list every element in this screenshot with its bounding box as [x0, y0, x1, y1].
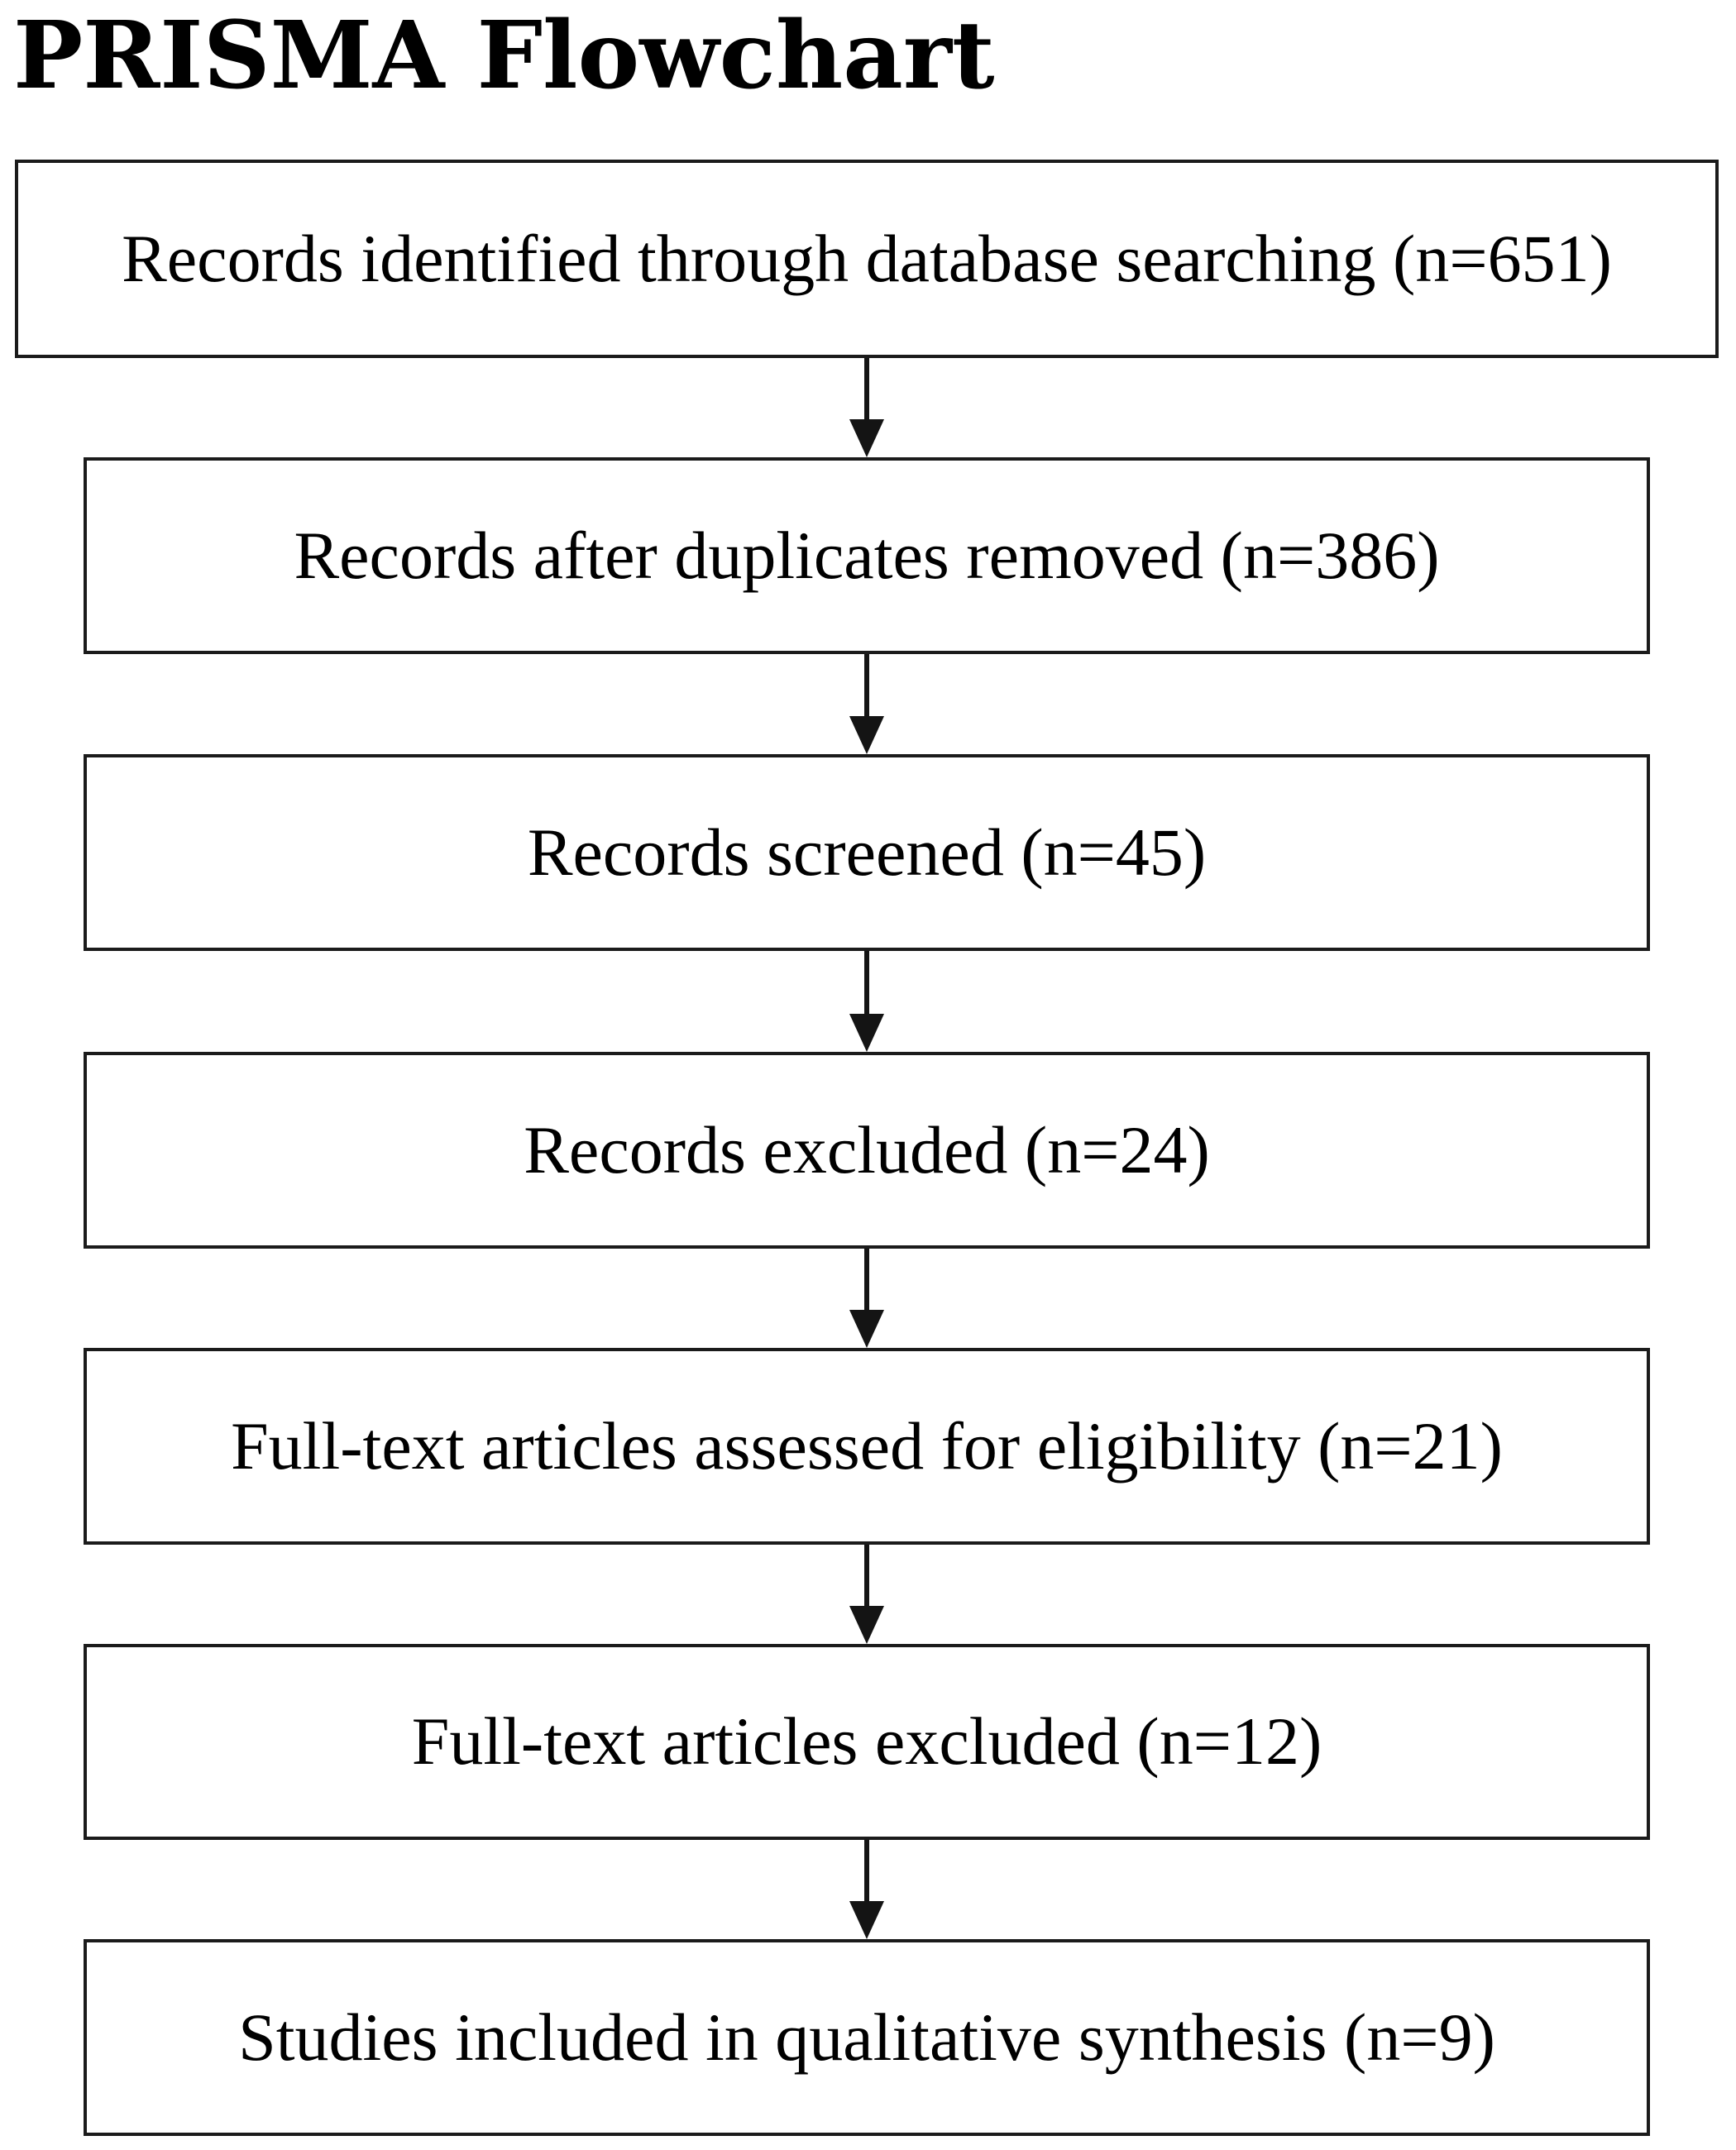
flow-node-fulltext-excluded: Full-text articles excluded (n=12): [84, 1644, 1650, 1840]
flow-node-studies-included: Studies included in qualitative synthesi…: [84, 1939, 1650, 2136]
page-title: PRISMA Flowchart: [13, 2, 995, 110]
arrow-shaft: [864, 1545, 869, 1608]
arrow-shaft: [864, 951, 869, 1015]
flow-node-label: Records after duplicates removed (n=386): [294, 517, 1440, 593]
arrow-head-icon: [849, 1606, 884, 1644]
arrow-shaft: [864, 1840, 869, 1903]
flow-arrow-down-5: [849, 1545, 885, 1644]
flow-arrow-down-3: [849, 951, 885, 1052]
arrow-shaft: [864, 1249, 869, 1312]
flow-node-records-screened: Records screened (n=45): [84, 754, 1650, 951]
flow-node-label: Records screened (n=45): [527, 814, 1207, 890]
flow-arrow-down-2: [849, 654, 885, 754]
arrow-shaft: [864, 358, 869, 421]
flow-node-label: Full-text articles assessed for eligibil…: [231, 1407, 1503, 1484]
flow-arrow-down-1: [849, 358, 885, 457]
flow-node-duplicates-removed: Records after duplicates removed (n=386): [84, 457, 1650, 654]
flow-node-label: Records identified through database sear…: [122, 220, 1612, 296]
flow-arrow-down-6: [849, 1840, 885, 1939]
flow-arrow-down-4: [849, 1249, 885, 1348]
flow-node-fulltext-assessed: Full-text articles assessed for eligibil…: [84, 1348, 1650, 1545]
arrow-shaft: [864, 654, 869, 718]
flow-node-label: Full-text articles excluded (n=12): [411, 1703, 1322, 1780]
arrow-head-icon: [849, 1310, 884, 1348]
arrow-head-icon: [849, 1014, 884, 1052]
arrow-head-icon: [849, 1901, 884, 1939]
flow-node-records-identified: Records identified through database sear…: [15, 160, 1719, 358]
arrow-head-icon: [849, 419, 884, 457]
flow-node-label: Records excluded (n=24): [524, 1111, 1210, 1187]
flow-node-label: Studies included in qualitative synthesi…: [238, 1999, 1495, 2075]
arrow-head-icon: [849, 716, 884, 754]
flow-node-records-excluded: Records excluded (n=24): [84, 1052, 1650, 1249]
